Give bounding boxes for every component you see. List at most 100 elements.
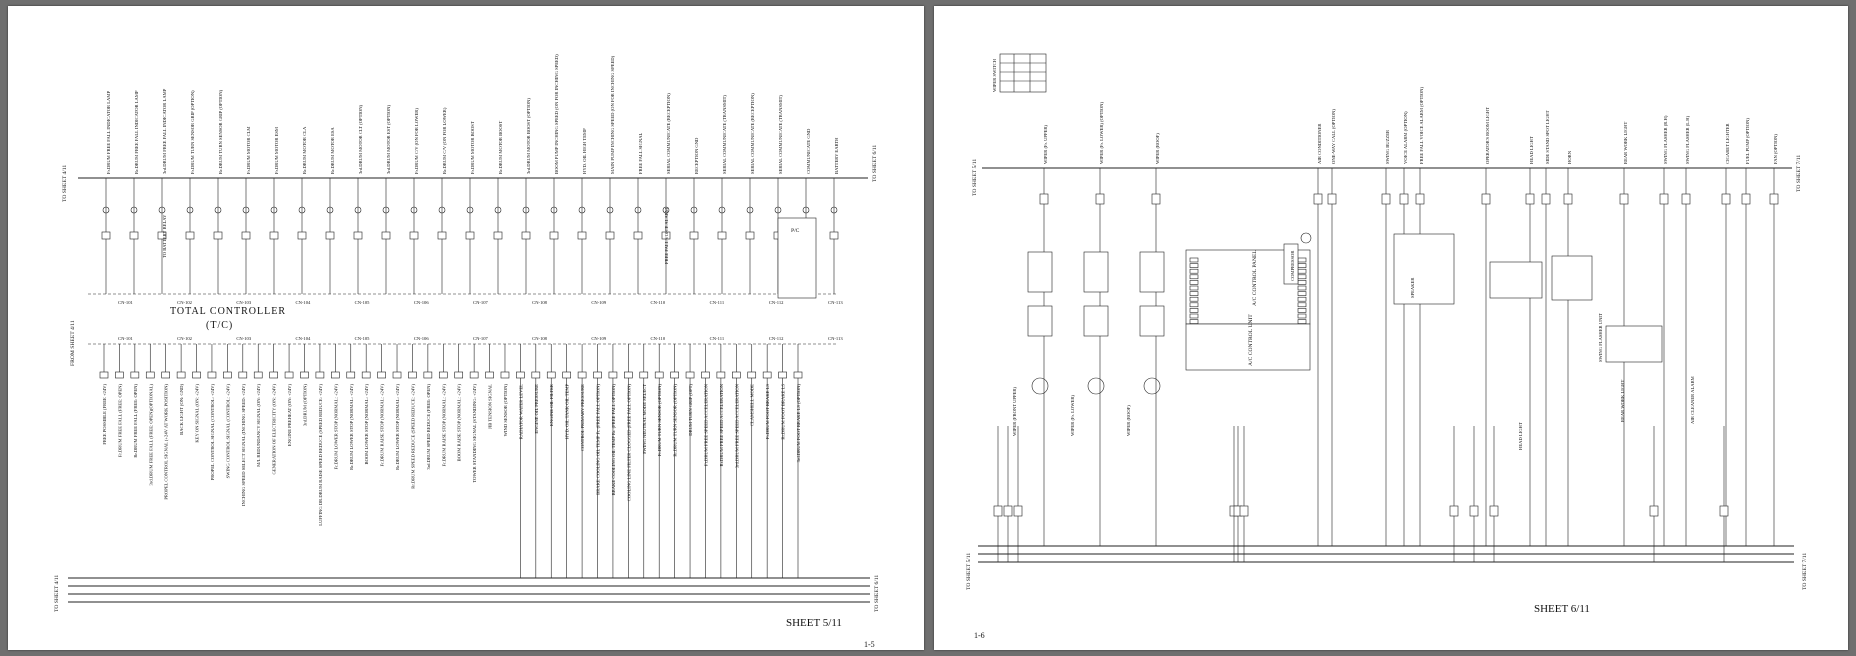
bottom-input-terminal — [562, 371, 571, 379]
connector-bottom-label: CN-112 — [769, 336, 784, 341]
bottom-input-label: Rr.DRUM FREE FALL (FREE: OPEN) — [133, 384, 138, 458]
top-output-fuse — [241, 231, 251, 240]
connector-top-label: CN-104 — [296, 300, 312, 305]
top-output-fuse — [689, 231, 699, 240]
pc-box — [777, 217, 817, 299]
top-output-label: 3rd.DRUM MOTOR BOOST (OPTION) — [526, 98, 531, 174]
ac-pin — [1297, 285, 1307, 291]
top-output-fuse — [325, 231, 335, 240]
top-output-label: 3rd.DRUM FREE FALL INDICATOR LAMP — [162, 88, 167, 174]
top-output-symbol — [298, 206, 306, 214]
bottom-input-terminal — [346, 371, 356, 379]
bottom-input-terminal — [438, 371, 448, 379]
air-cleaner-alarm-label: AIR CLEANER ALARM — [1690, 376, 1695, 424]
edge-label-bottom-left: TO SHEET 4/11 — [54, 575, 60, 612]
bottom-input-terminal — [654, 371, 664, 379]
ground-terminal — [1239, 505, 1249, 517]
ac-pin — [1189, 268, 1199, 274]
top-output-symbol — [774, 206, 782, 214]
top-output-symbol — [690, 206, 698, 214]
bottom-input-label: BACK LIGHT (ON: GND) — [179, 384, 184, 435]
connector-top-label: CN-107 — [473, 300, 489, 305]
bottom-input-terminal — [608, 371, 618, 379]
top-output-label: SERIAL COMMUNICATE (TRANSMIT) — [778, 95, 783, 174]
svg-text:WIPER (ROOF): WIPER (ROOF) — [1126, 405, 1131, 436]
connector-top-label: CN-112 — [769, 300, 784, 305]
room-light-block — [1489, 261, 1543, 299]
bottom-input-terminal — [469, 371, 479, 379]
connector-bottom-label: CN-104 — [296, 336, 312, 341]
bottom-input-label: JIB TENSION SIGNAL — [488, 384, 493, 429]
top-output-symbol — [522, 206, 530, 214]
top-output-label: Rr.DRUM MOTOR ESA — [330, 127, 335, 174]
top-load-fuse — [1681, 193, 1691, 205]
sheet-label: SHEET 6/11 — [1534, 603, 1590, 615]
ac-pin — [1297, 268, 1307, 274]
connector-top-label: CN-106 — [414, 300, 430, 305]
top-output-label: Fr.DRUM TURN SENSOR GRIP (OPTION) — [190, 90, 195, 174]
bottom-input-terminal — [670, 371, 679, 379]
bottom-input-terminal — [732, 371, 741, 379]
top-output-label: 3rd.DRUM MOTOR CLT (OPTION) — [358, 104, 363, 174]
top-load-label: ONE-WAY CALL (OPTION) — [1331, 109, 1336, 164]
top-output-symbol — [438, 206, 446, 214]
top-output-fuse — [185, 231, 195, 240]
connector-labels: CN-101CN-101CN-102CN-102CN-103CN-103CN-1… — [118, 300, 843, 341]
bottom-input-terminal — [253, 371, 263, 379]
top-output-label: Fr.DRUM FREE FALL INDICATOR LAMP — [106, 91, 111, 174]
ac-pin — [1297, 291, 1307, 296]
top-output-label: Rr.DRUM FREE FALL INDICATOR LAMP — [134, 90, 139, 174]
ac-pin — [1297, 263, 1307, 268]
top-output-label: SERIAL COMMUNICATE (TRANSMIT) — [722, 95, 727, 174]
bottom-input-label: LUFFING DR.DRUM RAISE SPEED REDUCE (SPEE… — [318, 384, 323, 526]
ground-terminal — [1649, 505, 1659, 517]
bottom-input-label: 3rd.DRUM SPEED REDUCE (FREE: OPEN) — [426, 384, 431, 470]
top-output-symbol — [802, 206, 810, 214]
swing-flasher-unit-label: SWING FLASHER UNIT — [1598, 313, 1603, 362]
top-output-label: COMMUNICATE GND — [806, 128, 811, 174]
bottom-input-terminal — [130, 371, 140, 379]
bottom-input-terminal — [531, 371, 541, 379]
top-load-fuse — [1313, 193, 1323, 205]
ground-terminal — [1489, 505, 1499, 517]
bottom-input-terminal — [624, 371, 633, 379]
top-load-label: WIPER (ROOF) — [1155, 133, 1160, 164]
ground-terminal — [1013, 505, 1023, 517]
connector-top-label: CN-108 — [532, 300, 548, 305]
bottom-input-label: Fr.DRUM TURN SENSOR (OPTION) — [657, 384, 662, 457]
bottom-input-label: ENGINE OIL FILTER — [549, 383, 554, 426]
swing-flasher-unit — [1605, 325, 1663, 363]
connector-top-label: CN-103 — [236, 300, 252, 305]
bottom-input-label: BOOM RAISE STOP (NORMAL: +24V) — [457, 384, 462, 462]
ground-terminal — [1449, 505, 1459, 517]
bottom-input-label: Fr.DRUM FREE FALL (FREE: OPEN) — [117, 384, 122, 458]
top-output-fuse — [157, 231, 167, 240]
controller-name: TOTAL CONTROLLER — [170, 306, 286, 317]
top-load-label: FREE FALL VOICE ALARM (OPTION) — [1419, 87, 1424, 164]
bottom-input-label: Rr.DRUM TURN SENSOR (OPTION) — [673, 384, 678, 457]
bottom-input-label: PROPEL CONTROL SIGNAL (CONTROL: +24V) — [210, 384, 215, 481]
wiper-motor-block-2: WIPER (Fr. LOWER) — [1070, 251, 1109, 436]
top-output-label: Rr.DRUM C/V (ON FOR LOWER) — [442, 107, 447, 174]
bottom-input-label: 3rd.DRUM (OPTION) — [302, 384, 307, 427]
connector-top-label: CN-102 — [177, 300, 193, 305]
bottom-input-terminal — [485, 371, 494, 379]
top-output-label: Fr.DRUM C/V (ON FOR LOWER) — [414, 108, 419, 174]
bottom-input-label: Rr.DRUM LOWER STOP (NORMAL: +24V) — [395, 384, 400, 470]
edge-label-to-top-right: TO SHEET 7/11 — [1796, 155, 1802, 192]
bottom-input-terminal — [454, 371, 464, 379]
top-output-label: Rr.DRUM TURN SENSOR GRIP (OPTION) — [218, 89, 223, 174]
top-load-fuse — [1525, 193, 1535, 205]
top-output-fuse — [297, 231, 307, 240]
schematic-sheet-5: TO SHEET 4/11 TO SHEET 6/11 FROM SHEET 4… — [8, 6, 924, 650]
bottom-input-wires — [99, 344, 803, 578]
top-load-fuse — [1541, 193, 1551, 205]
bottom-input-terminal — [300, 371, 309, 379]
connector-bottom-label: CN-109 — [591, 336, 607, 341]
top-load-label: OPERATOR'S ROOM LIGHT — [1485, 107, 1490, 164]
bottom-input-terminal — [161, 371, 170, 379]
top-output-fuse — [605, 231, 615, 240]
ac-pin — [1189, 319, 1199, 324]
ac-pin — [1189, 313, 1199, 319]
bottom-input-label: Fr.DRUM RAISE STOP (NORMAL: +24V) — [441, 384, 446, 467]
